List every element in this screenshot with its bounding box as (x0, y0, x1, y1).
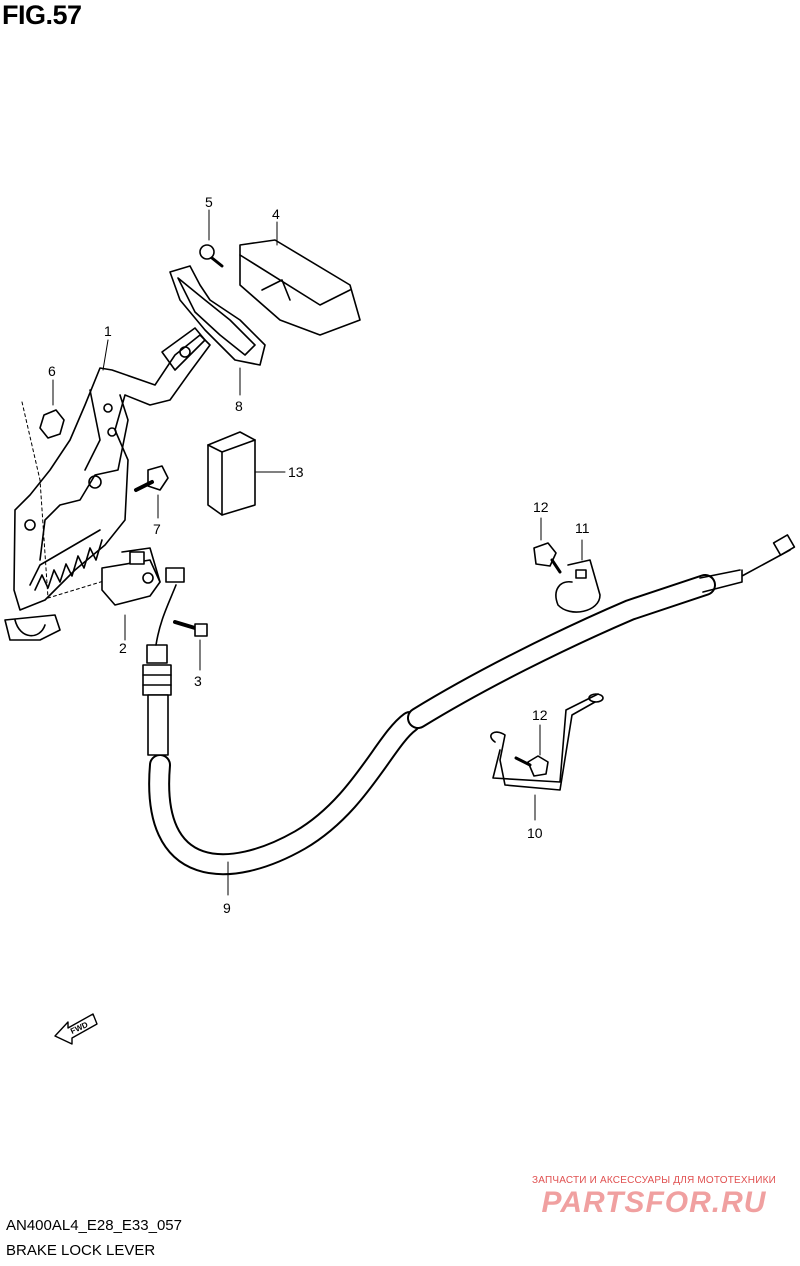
callout-12-lower: 12 (532, 707, 548, 723)
part-3-bolt (173, 620, 208, 671)
watermark: ЗАПЧАСТИ И АКСЕССУАРЫ ДЛЯ МОТОТЕХНИКИ PA… (532, 1175, 776, 1218)
callout-10: 10 (527, 825, 543, 841)
part-6-nut (39, 379, 65, 439)
part-10-guide-bracket (490, 693, 604, 821)
callout-9: 9 (223, 900, 231, 916)
callout-3: 3 (194, 673, 202, 689)
callout-12-upper: 12 (533, 499, 549, 515)
part-12-bolt-lower (514, 724, 549, 777)
fwd-arrow-icon: FWD (54, 1013, 98, 1045)
callout-7: 7 (153, 521, 161, 537)
callout-5: 5 (205, 194, 213, 210)
part-7-bolt (134, 465, 169, 519)
part-8-pad (169, 265, 266, 396)
part-12-bolt-upper (533, 517, 562, 574)
part-2-cable-holder (101, 547, 161, 641)
part-13-block (207, 431, 286, 516)
callout-4: 4 (272, 206, 280, 222)
callout-8: 8 (235, 398, 243, 414)
watermark-tagline: ЗАПЧАСТИ И АКСЕССУАРЫ ДЛЯ МОТОТЕХНИКИ (531, 1175, 776, 1186)
watermark-brand: PARTSFOR.RU (541, 1186, 767, 1219)
callout-13: 13 (288, 464, 304, 480)
callout-6: 6 (48, 363, 56, 379)
part-5-screw (199, 209, 224, 268)
diagram-caption: BRAKE LOCK LEVER (6, 1242, 156, 1259)
part-11-clamp (555, 539, 601, 613)
callout-2: 2 (119, 640, 127, 656)
part-4-lever-cover (239, 221, 361, 336)
part-9-brake-cable (142, 534, 796, 876)
model-code: AN400AL4_E28_E33_057 (6, 1217, 182, 1234)
part-1-lever-bracket (4, 327, 211, 641)
callout-11: 11 (575, 520, 590, 536)
callout-1: 1 (104, 323, 112, 339)
figure-title: FIG.57 (2, 0, 82, 30)
